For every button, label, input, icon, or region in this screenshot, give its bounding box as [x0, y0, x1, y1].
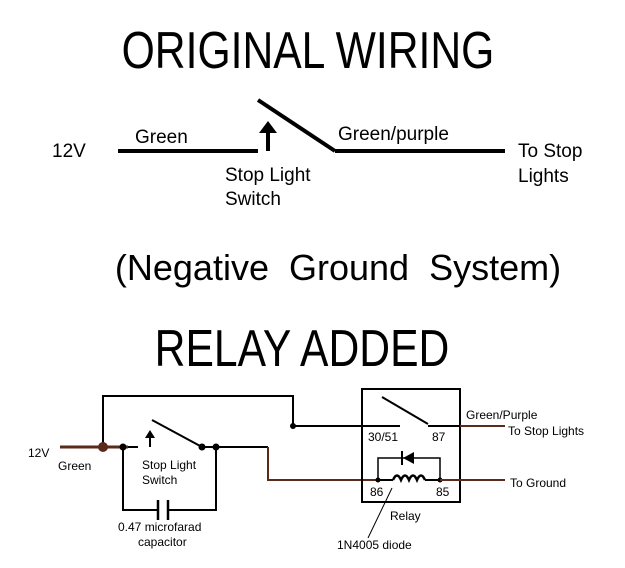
relay-voltage-label: 12V — [28, 446, 49, 460]
relay-contact-blade — [381, 396, 429, 425]
relay-box — [361, 388, 461, 503]
diode-wire — [377, 457, 441, 480]
original-green-label: Green — [135, 127, 188, 148]
original-dest-label-1: To Stop — [518, 141, 582, 162]
relay-switch-arrow-icon — [145, 430, 155, 438]
capacitor-wire-right — [168, 447, 217, 511]
relay-pin-87: 87 — [432, 430, 446, 444]
relay-coil-icon — [391, 474, 427, 484]
relay-label: Relay — [390, 509, 421, 523]
relay-junction-top — [290, 423, 296, 429]
diode-callout-line — [367, 487, 393, 539]
relay-ground-label: To Ground — [510, 476, 566, 490]
original-switch-blade — [256, 98, 337, 153]
original-dest-label-2: Lights — [518, 166, 569, 187]
original-title: ORIGINAL WIRING — [122, 22, 495, 80]
relay-bypass-wire — [102, 395, 398, 447]
relay-pin-85: 85 — [436, 485, 450, 499]
relay-title: RELAY ADDED — [155, 320, 450, 378]
capacitor-label-1: 0.47 microfarad — [118, 520, 201, 534]
relay-switch-label-2: Switch — [142, 473, 177, 487]
relay-green-label: Green — [58, 459, 91, 473]
relay-junction-main — [98, 442, 108, 452]
relay-output-dest-label: To Stop Lights — [508, 424, 584, 438]
diode-label: 1N4005 diode — [337, 538, 412, 552]
relay-coil-feed-wire — [267, 447, 378, 481]
capacitor-label-2: capacitor — [138, 535, 187, 549]
subtitle: (Negative Ground System) — [115, 247, 561, 288]
diode-icon — [403, 452, 414, 464]
relay-pin-86: 86 — [370, 485, 384, 499]
original-switch-label-1: Stop Light — [225, 165, 311, 186]
relay-switch-label-1: Stop Light — [142, 458, 197, 472]
original-switch-arrow-icon — [259, 121, 277, 133]
relay-output-wire-label: Green/Purple — [466, 408, 538, 422]
relay-switch-blade — [151, 419, 203, 448]
relay-pin-30-51: 30/51 — [368, 430, 398, 444]
capacitor-wire-left — [122, 447, 158, 511]
original-switch-label-2: Switch — [225, 189, 281, 210]
original-voltage-label: 12V — [52, 141, 86, 162]
original-greenpurple-label: Green/purple — [338, 124, 449, 145]
